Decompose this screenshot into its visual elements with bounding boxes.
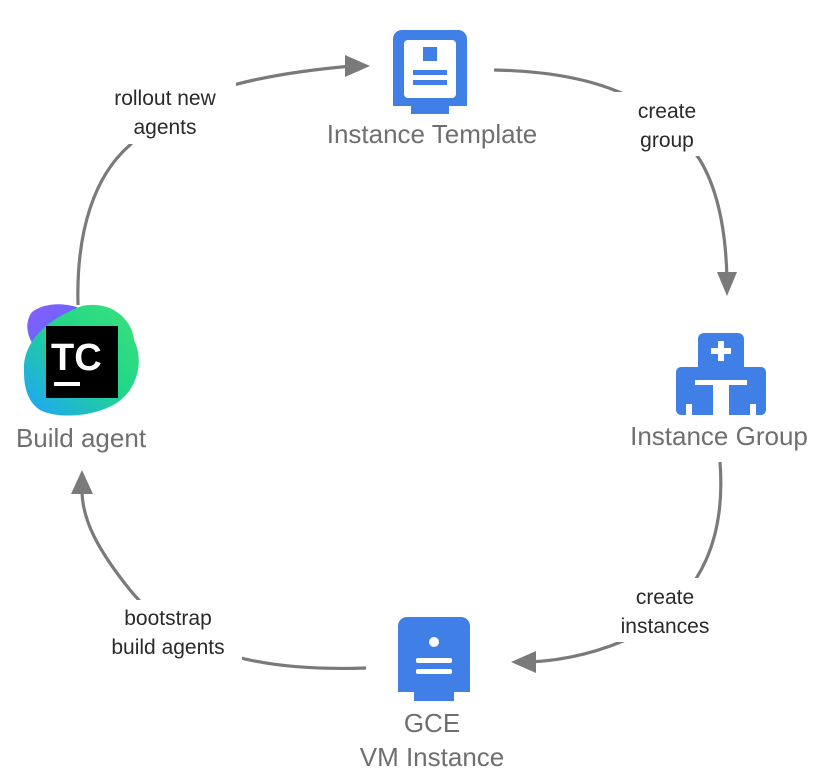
edge-label-create-group-line1: create [638, 100, 696, 123]
arrowhead-rollout [345, 55, 370, 77]
instance-template-node: Instance Template [327, 30, 538, 149]
edge-label-bootstrap-line1: bootstrap [124, 607, 212, 630]
instance-group-label: Instance Group [630, 421, 808, 451]
arrowhead-bootstrap [71, 470, 93, 494]
edge-label-bg [92, 600, 242, 664]
teamcity-logo: TC [23, 304, 139, 416]
teamcity-logo-text: TC [51, 337, 102, 379]
arrowhead-create-group [717, 272, 737, 296]
edge-label-bg [96, 80, 236, 144]
build-agent-label: Build agent [16, 423, 147, 453]
edge-label-bootstrap-line2: build agents [111, 636, 224, 659]
edge-label-create-instances-line1: create [636, 586, 694, 609]
build-agent-node: TC Build agent [16, 304, 147, 453]
edge-label-create-instances-line2: instances [621, 615, 710, 638]
instance-template-icon [393, 30, 467, 114]
edge-label-create-group-line2: group [640, 129, 694, 152]
vm-instance-icon [398, 617, 470, 701]
edge-label-rollout-line1: rollout new [114, 87, 216, 110]
instance-template-label: Instance Template [327, 119, 538, 149]
edge-label-bg [600, 92, 730, 156]
edge-label-rollout-line2: agents [133, 116, 196, 139]
edge-rollout [76, 64, 353, 306]
vm-instance-node: GCE VM Instance [360, 617, 505, 772]
instance-group-node: Instance Group [630, 333, 808, 451]
arrowhead-create-instances [511, 651, 536, 673]
vm-instance-label-line1: GCE [404, 708, 460, 738]
edge-label-bg [600, 578, 726, 642]
instance-group-icon [676, 333, 766, 415]
vm-instance-label-line2: VM Instance [360, 742, 505, 772]
